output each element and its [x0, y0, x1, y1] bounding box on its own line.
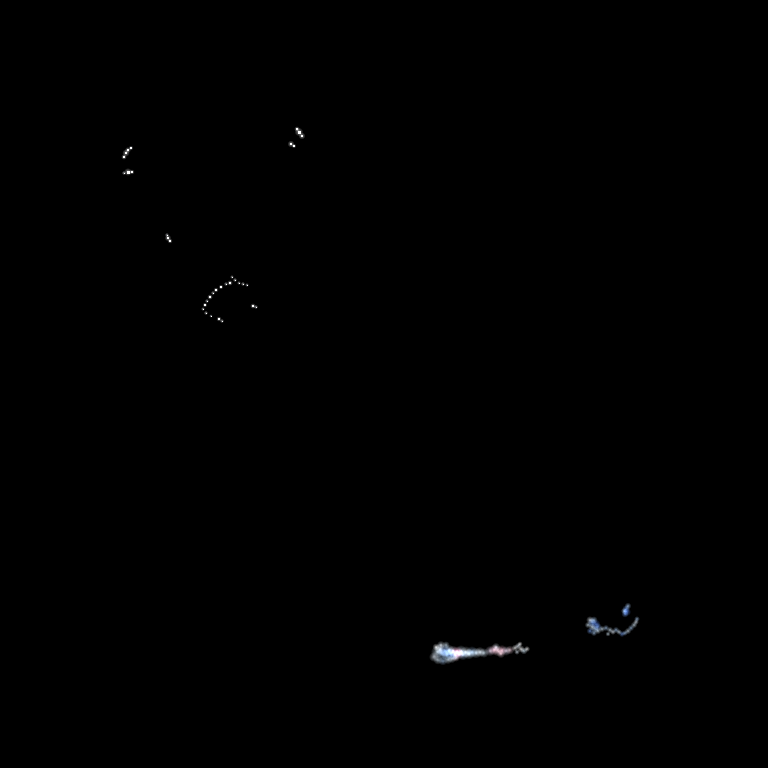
sky-field-canvas [0, 0, 768, 768]
sky-field-viewport [0, 0, 768, 768]
